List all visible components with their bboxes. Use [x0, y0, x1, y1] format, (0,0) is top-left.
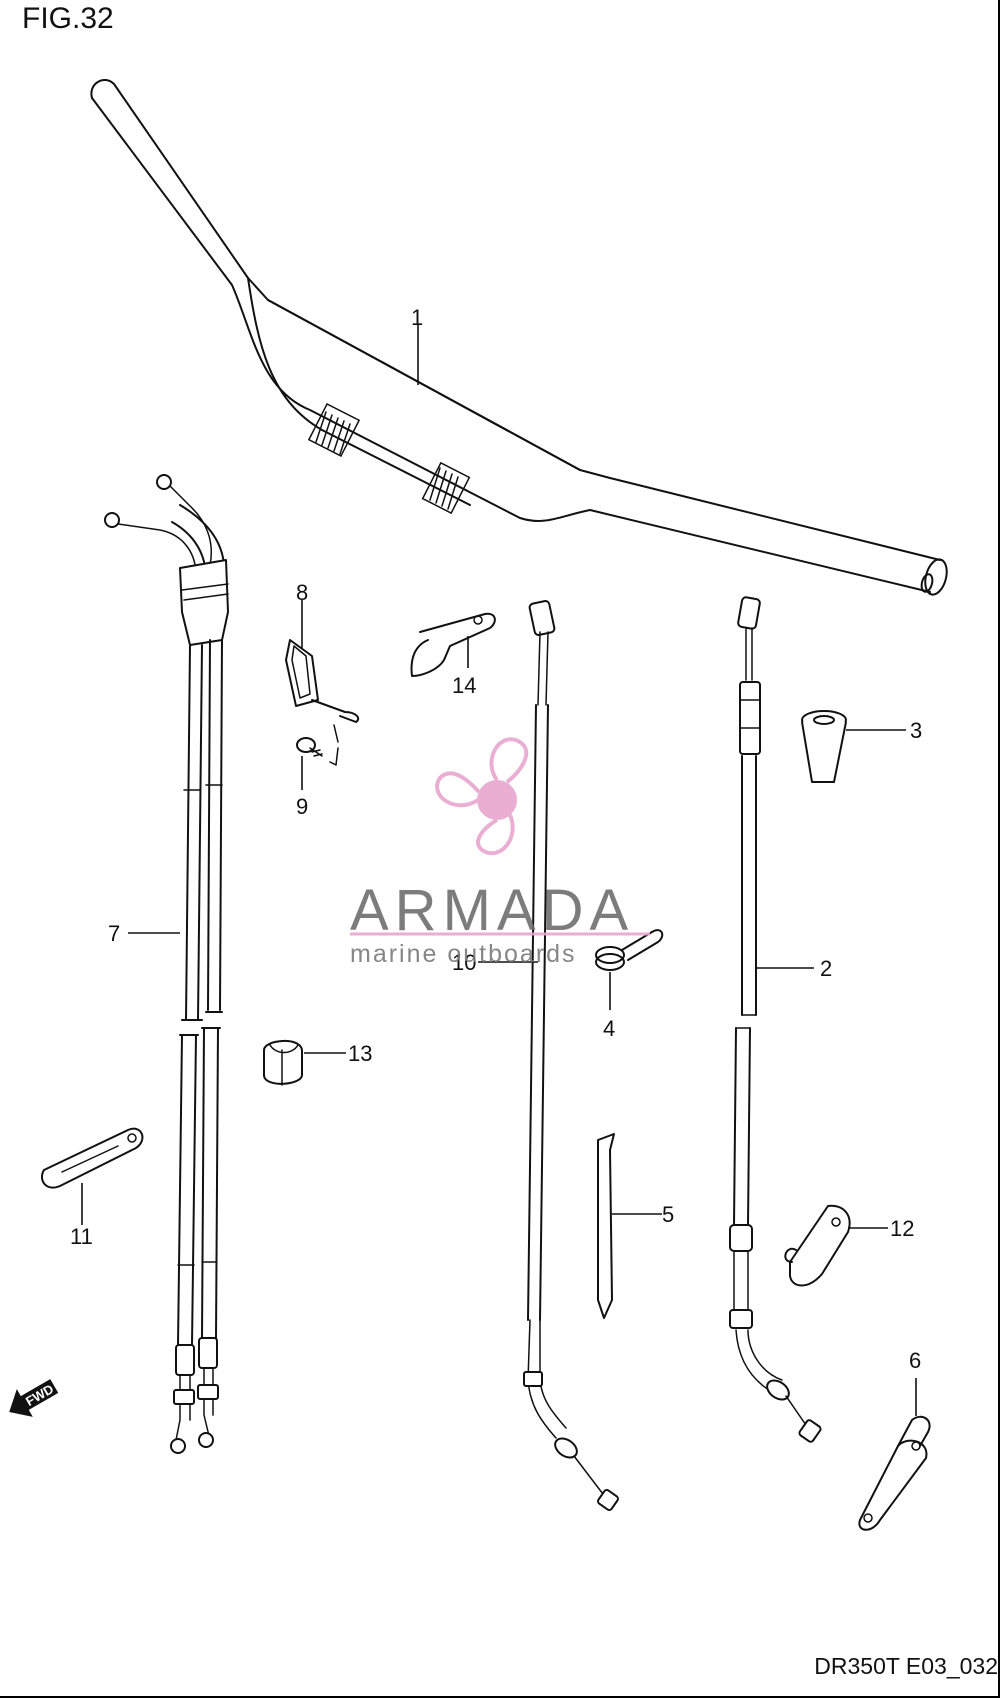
callout-6: 6: [909, 1348, 921, 1373]
callout-9: 9: [296, 794, 308, 819]
callout-4: 4: [603, 1016, 615, 1041]
diagram-code: DR350T E03_032: [814, 1653, 998, 1679]
callout-13: 13: [348, 1041, 372, 1066]
part-8-wire-clamp[interactable]: [285, 600, 360, 723]
callout-10: 10: [452, 950, 476, 975]
watermark-subtitle: marine outboards: [350, 940, 577, 968]
callout-14: 14: [452, 673, 476, 698]
part-4-spring[interactable]: [595, 929, 664, 1010]
armada-watermark: ARMADA marine outboards: [350, 737, 650, 968]
part-6-lever-bracket[interactable]: [858, 1378, 931, 1531]
callout-2: 2: [820, 956, 832, 981]
part-9-screw[interactable]: [296, 724, 339, 790]
knurled-section-left: [307, 402, 361, 458]
part-14-clamp-bracket[interactable]: [410, 612, 496, 677]
part-2-cable[interactable]: [729, 596, 822, 1443]
part-3-boot[interactable]: [801, 710, 906, 783]
callout-12: 12: [890, 1216, 914, 1241]
knurled-section-right: [421, 461, 471, 515]
callout-1: 1: [411, 305, 423, 330]
watermark-word: ARMADA: [350, 878, 634, 943]
callout-7: 7: [108, 921, 120, 946]
callout-11: 11: [70, 1224, 93, 1249]
callout-3: 3: [910, 718, 922, 743]
part-13-cable-holder[interactable]: [263, 1040, 346, 1086]
propeller-logo-icon: [435, 737, 529, 856]
part-12-guide-clamp[interactable]: [784, 1204, 888, 1287]
callout-8: 8: [296, 580, 308, 605]
part-5-cable-tie[interactable]: [597, 1133, 662, 1319]
part-7-throttle-cables[interactable]: [104, 474, 229, 1454]
part-11-bracket[interactable]: [41, 1127, 144, 1225]
figure-title: FIG.32: [22, 2, 114, 35]
part-10-cable[interactable]: [478, 600, 619, 1511]
callout-5: 5: [662, 1202, 674, 1227]
part-1-handlebar[interactable]: [90, 79, 950, 597]
fwd-arrow-icon: FWD: [9, 1379, 59, 1417]
